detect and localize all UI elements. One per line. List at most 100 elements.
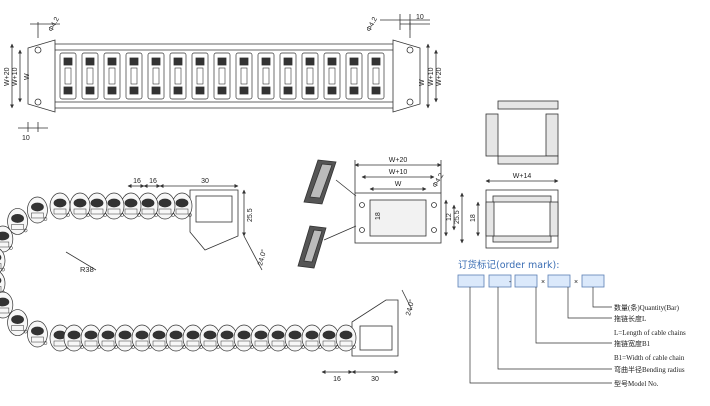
top-right-bracket [392, 39, 421, 113]
order-mark-title: 订货标记(order mark): [458, 259, 559, 271]
bracket-255-label: 25.5 [454, 210, 461, 224]
section-top-plate [497, 100, 559, 110]
side-chain-link [103, 192, 125, 220]
side-chain-link [199, 324, 221, 352]
side-chain-link [86, 192, 108, 220]
side-top-end-bracket [189, 189, 239, 251]
top-left-hole [34, 46, 42, 54]
top-hole-left-label: Φ4.2 [48, 16, 61, 33]
side-pitch-a-label: 16 [133, 178, 141, 185]
bracket-outer-label: W+20 [389, 157, 408, 164]
order-separator-1: - [509, 279, 512, 286]
side-pitch-c-label: 16 [333, 376, 341, 383]
legend-quantity: 数量(条)Quantity(Bar) [614, 303, 680, 312]
side-angle-top-label: 24.0° [256, 248, 268, 266]
top-left-mid-label: W+10 [12, 67, 19, 86]
side-chain-link [114, 324, 136, 352]
top-hole-right-label: Φ4.2 [366, 16, 379, 33]
order-separator-2: × [541, 279, 545, 286]
top-chain-link [125, 52, 143, 100]
top-right-hole [406, 46, 414, 54]
side-chain-link [27, 320, 48, 348]
side-chain-link [97, 324, 119, 352]
side-height-label: 25.5 [247, 208, 254, 222]
side-chain-link [131, 324, 153, 352]
side-chain-link [63, 324, 85, 352]
order-box-quantity [581, 274, 605, 288]
top-chain-link [103, 52, 121, 100]
side-links [0, 192, 357, 352]
legend-bending-radius: 弯曲半径Bending radius [614, 365, 685, 374]
side-chain-link [49, 192, 71, 220]
side-chain-link [250, 324, 272, 352]
top-chain-link [301, 52, 319, 100]
side-chain-link [7, 309, 28, 336]
top-right-inner-label: W [419, 79, 426, 86]
side-chain-link [284, 324, 306, 352]
legend-length-en: L=Length of cable chains [614, 329, 686, 337]
legend-width-en: B1=Width of cable chain [614, 354, 685, 362]
top-chain-link [279, 52, 297, 100]
bracket-12-label: 12 [446, 213, 453, 221]
section-view-labels: W+14 18 [470, 173, 531, 222]
side-chain-link [120, 192, 142, 220]
legend-length-cn: 拖链长度L [614, 314, 646, 323]
side-view-labels: 16 16 30 25.5 24.0° R38 24.0° 16 30 [80, 178, 416, 383]
top-view-labels: Φ4.2 Φ4.2 10 10 W+20 W+10 W W W+10 W+20 [4, 14, 443, 142]
side-chain-link [233, 324, 255, 352]
bracket-view [354, 160, 464, 244]
top-pitch-label: 10 [416, 14, 424, 21]
side-chain-link [7, 208, 28, 235]
side-bottom-end-bracket [351, 299, 399, 357]
top-right-outer-label: W+20 [436, 67, 443, 86]
side-chain-link [0, 248, 6, 273]
order-box-width [514, 274, 538, 288]
side-chain-link [148, 324, 170, 352]
top-chain-link [367, 52, 385, 100]
side-chain-link [69, 192, 91, 220]
top-chain-link [191, 52, 209, 100]
section-width-label: W+14 [513, 173, 532, 180]
bracket-mid-label: W+10 [389, 169, 408, 176]
loose-links [297, 159, 357, 269]
top-chain-link [59, 52, 77, 100]
order-separator-3: × [574, 279, 578, 286]
order-box-radius [488, 274, 512, 288]
top-chain-link [235, 52, 253, 100]
side-chain-link [165, 324, 187, 352]
order-box-model [457, 274, 485, 288]
side-pitch-b-label: 16 [149, 178, 157, 185]
top-chain-link [147, 52, 165, 100]
side-view [0, 184, 413, 374]
side-radius-label: R38 [80, 265, 94, 274]
section-views [476, 100, 559, 249]
top-left-inner-label: W [24, 73, 31, 80]
side-chain-link [182, 324, 204, 352]
side-chain-link [137, 192, 159, 220]
side-chain-link [171, 192, 193, 220]
legend-model-no: 型号Model No. [614, 379, 659, 388]
top-left-outer-label: W+20 [4, 67, 11, 86]
side-chain-link [301, 324, 323, 352]
top-chain-link [213, 52, 231, 100]
order-box-length [547, 274, 571, 288]
order-mark: 订货标记(order mark): - × × 数量(条)Quantity(Ba… [457, 259, 686, 388]
top-right-mid-label: W+10 [428, 67, 435, 86]
side-chain-link [27, 196, 48, 224]
bracket-hole-label: Φ4.2 [432, 172, 446, 189]
bracket-depth-label: 18 [375, 212, 382, 220]
side-chain-link [154, 192, 176, 220]
top-chain-link [81, 52, 99, 100]
side-end-length-bottom-label: 30 [371, 376, 379, 383]
top-view [10, 14, 438, 132]
section-height-label: 18 [470, 214, 477, 222]
side-chain-link [335, 324, 357, 352]
top-links [59, 52, 385, 100]
side-chain-link [216, 324, 238, 352]
top-chain-link [169, 52, 187, 100]
top-left-bracket [27, 39, 56, 113]
top-chain-link [345, 52, 363, 100]
top-chain-link [323, 52, 341, 100]
